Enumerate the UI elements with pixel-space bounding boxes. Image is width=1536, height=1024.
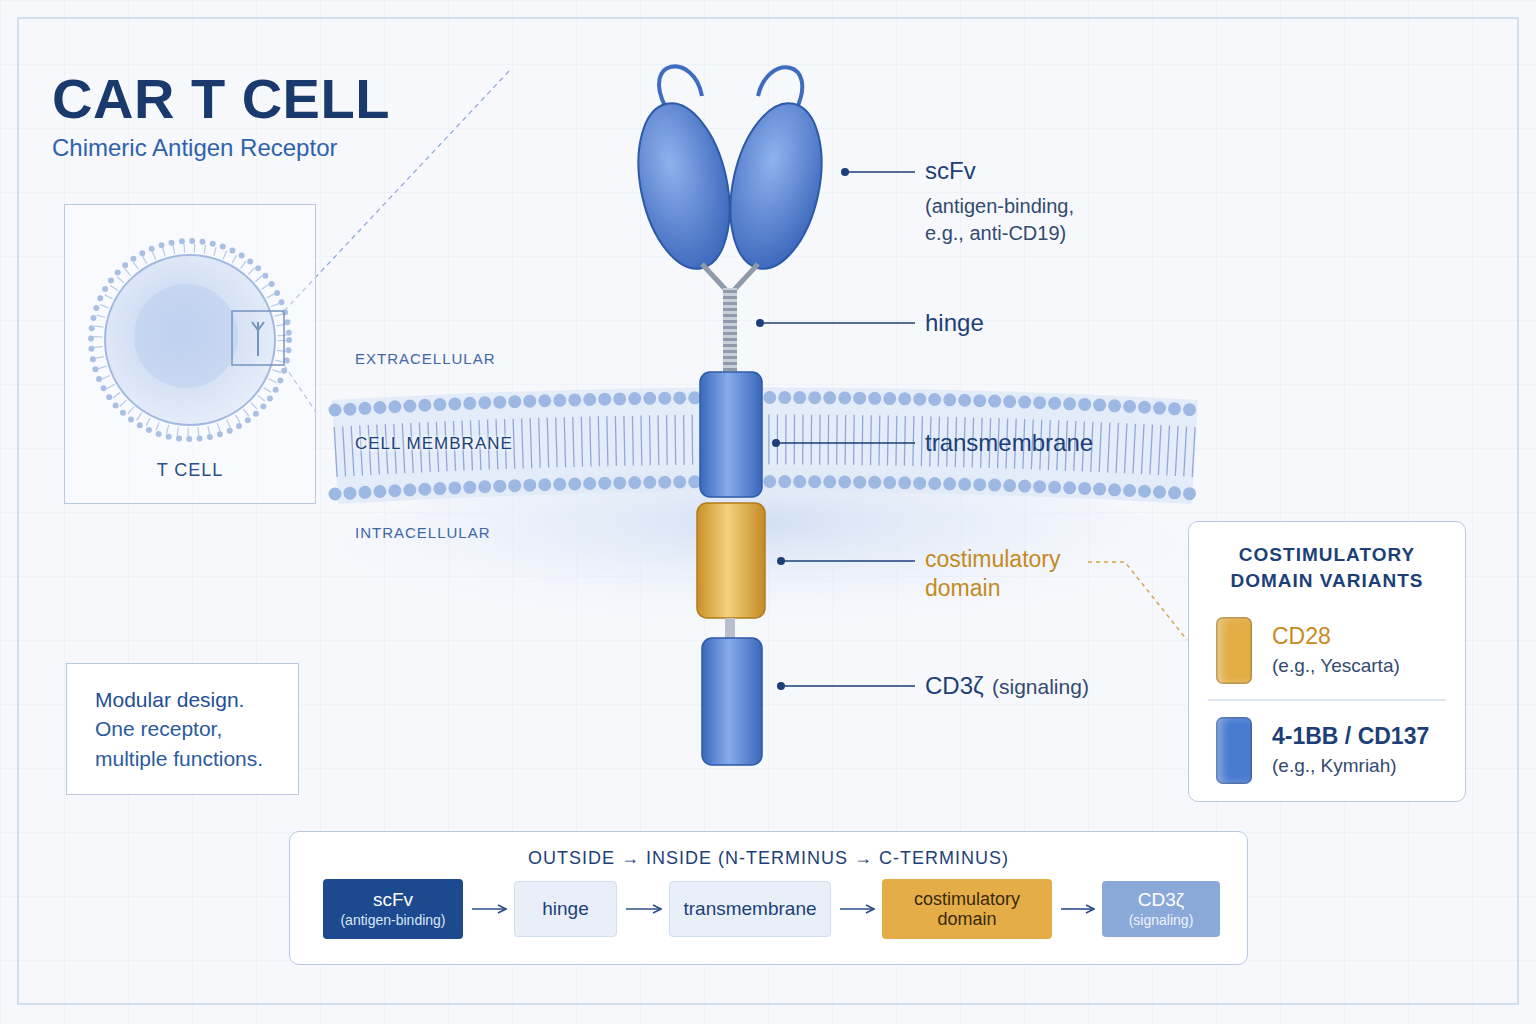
- legend-text: CD28: [1272, 623, 1331, 650]
- scfv-loop: [659, 66, 702, 108]
- flow-box: OUTSIDE → INSIDE (N-TERMINUS → C-TERMINU…: [289, 831, 1248, 965]
- node-label: Modular design.: [95, 685, 244, 714]
- flow-step: CD3ζ(signaling): [1102, 881, 1220, 937]
- node-label: costimulatory domain: [890, 889, 1044, 929]
- flow-step: scFv(antigen-binding): [323, 879, 463, 939]
- part-name: transmembrane: [925, 429, 1093, 457]
- costimulatory-shape: [697, 503, 765, 618]
- node-label: T CELL: [157, 460, 224, 481]
- callout-line: [781, 685, 915, 687]
- callout-line: [781, 560, 915, 562]
- variants-leader: [1088, 562, 1187, 640]
- node-label: CD3ζ: [1138, 889, 1184, 912]
- linker-shape: [725, 618, 735, 638]
- part-note: (antigen-binding, e.g., anti-CD19): [925, 193, 1115, 247]
- part-name: CD3ζ: [925, 672, 984, 700]
- scfv-stem: [702, 264, 758, 290]
- lipid-heads-inner: [335, 482, 1195, 495]
- scfv-lobe: [716, 95, 835, 277]
- part-name: costimulatory domain: [925, 545, 1105, 603]
- legend-note: (e.g., Kymriah): [1272, 755, 1397, 777]
- inset-frame: T CELL: [64, 204, 316, 504]
- transmembrane-shape: [700, 372, 762, 497]
- part-name: scFv: [925, 157, 976, 185]
- part-name: hinge: [925, 309, 984, 337]
- flow-arrow: [1061, 908, 1093, 910]
- flow-arrow: [626, 908, 660, 910]
- legend-note: (e.g., Yescarta): [1272, 655, 1400, 677]
- region-label: EXTRACELLULAR: [355, 350, 496, 367]
- diagram-title: CAR T CELL: [52, 66, 390, 131]
- callout-line: [845, 171, 915, 173]
- legend-separator: [1208, 699, 1446, 701]
- legend-swatch: [1216, 617, 1252, 684]
- node-label: hinge: [542, 898, 589, 920]
- node-sublabel: (antigen-binding): [340, 912, 445, 929]
- legend-text: 4-1BB / CD137: [1272, 723, 1429, 750]
- flow-step: costimulatory domain: [882, 879, 1052, 939]
- page-frame: [18, 18, 1518, 1004]
- hinge-shape: [723, 288, 737, 374]
- node-label: scFv: [373, 889, 413, 912]
- node-label: COSTIMULATORY DOMAIN VARIANTS: [1207, 542, 1447, 593]
- node-sublabel: (signaling): [1129, 912, 1194, 929]
- part-note: (signaling): [992, 675, 1089, 699]
- cd3z-shape: [702, 638, 762, 765]
- region-label: CELL MEMBRANE: [355, 434, 513, 454]
- flow-step: hinge: [514, 881, 617, 937]
- scfv-lobe: [624, 95, 743, 277]
- callout-line: [760, 322, 915, 324]
- node-sublabel: One receptor, multiple functions.: [95, 714, 280, 773]
- flow-arrow: [472, 908, 505, 910]
- node-label: OUTSIDE → INSIDE (N-TERMINUS → C-TERMINU…: [528, 848, 1009, 869]
- note-box: Modular design.One receptor, multiple fu…: [66, 663, 299, 795]
- node-label: transmembrane: [683, 898, 816, 920]
- flow-arrow: [840, 908, 873, 910]
- hinge-segments: [723, 290, 737, 372]
- subtitle: Chimeric Antigen Receptor: [52, 134, 337, 162]
- region-label: INTRACELLULAR: [355, 524, 491, 541]
- flow-step: transmembrane: [669, 881, 831, 937]
- lipid-heads-outer: [335, 398, 1195, 411]
- callout-line: [776, 442, 915, 444]
- legend-swatch: [1216, 717, 1252, 784]
